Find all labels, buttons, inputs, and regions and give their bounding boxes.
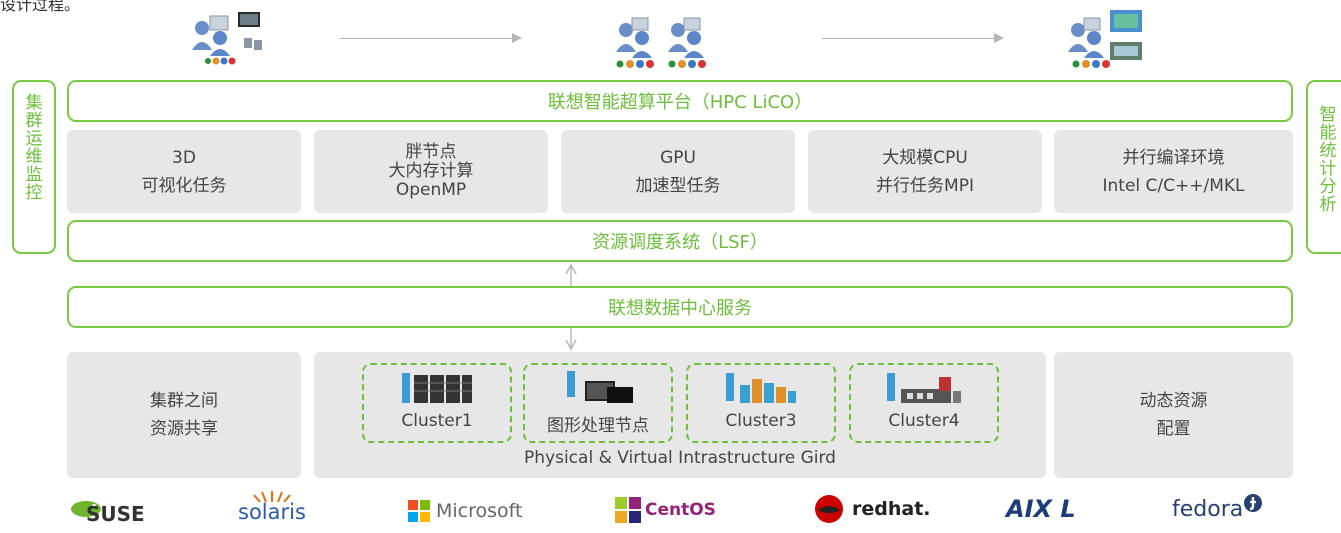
cluster-box-2: 图形处理节点 <box>523 363 673 443</box>
left-sidebar-cluster-monitoring: 集 群 运 维 监 控 <box>12 80 56 254</box>
user-workstation-icon-group-1 <box>188 8 274 70</box>
left-sidebar-char: 集 <box>25 93 43 113</box>
box-line: 资源共享 <box>150 419 218 439</box>
flow-arrow-2 <box>822 38 998 39</box>
right-sidebar-char: 智 <box>1319 105 1337 125</box>
resource-sharing-box: 集群之间 资源共享 <box>67 352 301 478</box>
microsoft-logo: Microsoft <box>408 496 522 526</box>
flow-arrow-1-head <box>512 33 522 43</box>
left-sidebar-char: 运 <box>25 129 43 149</box>
suse-logo-text: SUSE <box>86 502 145 526</box>
server-rack-icon <box>402 373 472 403</box>
box-line: 配置 <box>1156 419 1191 439</box>
solaris-logo: solaris <box>238 490 306 526</box>
factory-icon <box>887 373 961 403</box>
suse-chameleon-icon <box>71 501 101 517</box>
suse-logo: SUSE <box>68 490 145 526</box>
microsoft-logo-text: Microsoft <box>436 500 523 522</box>
task-line: 可视化任务 <box>141 175 227 196</box>
task-line: Intel C/C++/MKL <box>1102 175 1245 196</box>
left-sidebar-char: 监 <box>25 165 43 185</box>
cluster-box-3: Cluster3 <box>686 363 836 443</box>
cluster-box-4: Cluster4 <box>849 363 999 443</box>
left-sidebar-char: 群 <box>25 111 43 131</box>
flow-arrow-2-head <box>994 33 1004 43</box>
right-sidebar-char: 统 <box>1319 141 1337 161</box>
centos-pinwheel-icon <box>615 497 641 523</box>
task-line: 并行任务MPI <box>876 175 974 196</box>
cluster-label: Cluster1 <box>401 411 473 431</box>
left-sidebar-char: 控 <box>25 183 43 203</box>
centos-logo-text: CentOS <box>645 500 716 520</box>
fedora-logo: fedora <box>1172 492 1263 526</box>
cluster-label: Cluster3 <box>725 411 797 431</box>
aix-linux-logo: AIX L <box>1006 492 1076 526</box>
task-box-fat-node: 胖节点 大内存计算 OpenMP <box>314 130 548 213</box>
left-sidebar-char: 维 <box>25 147 43 167</box>
task-line: 并行编译环境 <box>1122 147 1225 168</box>
redhat-logo-text: redhat. <box>852 498 931 520</box>
box-line: 集群之间 <box>150 391 218 411</box>
fedora-logo-text: fedora <box>1172 496 1244 522</box>
intro-text: 设计过程。 <box>0 0 81 14</box>
task-box-large-cpu: 大规模CPU 并行任务MPI <box>808 130 1042 213</box>
right-sidebar-char: 析 <box>1319 195 1337 215</box>
windows-squares-icon <box>408 500 430 522</box>
city-buildings-icon <box>726 373 796 403</box>
task-box-parallel-compile: 并行编译环境 Intel C/C++/MKL <box>1054 130 1293 213</box>
cluster-box-1: Cluster1 <box>362 363 512 443</box>
task-line: 大内存计算 <box>388 161 474 181</box>
box-line: 动态资源 <box>1139 391 1208 411</box>
task-line: 大规模CPU <box>882 147 968 168</box>
sun-rays-icon <box>253 491 291 502</box>
infrastructure-grid-box: Physical & Virtual Intrastructure Gird <box>314 352 1046 478</box>
redhat-hat-icon <box>815 495 843 523</box>
user-workstation-icon-group-2 <box>612 14 732 70</box>
centos-logo: CentOS <box>613 494 716 526</box>
task-line: OpenMP <box>395 180 467 200</box>
redhat-logo: redhat. <box>812 492 931 526</box>
task-line: 3D <box>172 147 196 168</box>
graphics-workstation-icon <box>567 371 633 403</box>
cluster-label: Cluster4 <box>888 411 960 431</box>
task-line: 胖节点 <box>405 142 457 162</box>
lenovo-datacenter-service-bar: 联想数据中心服务 <box>67 286 1293 328</box>
task-line: GPU <box>660 147 696 168</box>
aix-linux-logo-text: AIX L <box>1006 495 1076 523</box>
fedora-infinity-icon <box>1244 494 1263 512</box>
right-sidebar-char: 分 <box>1319 177 1337 197</box>
task-line: 加速型任务 <box>635 175 721 196</box>
user-workstation-icon-group-3 <box>1064 8 1174 70</box>
task-box-3d-visualization: 3D 可视化任务 <box>67 130 301 213</box>
flow-arrow-1 <box>340 38 518 39</box>
dynamic-resource-box: 动态资源 配置 <box>1054 352 1293 478</box>
cluster-label: 图形处理节点 <box>547 416 649 436</box>
right-sidebar-char: 能 <box>1319 123 1337 143</box>
task-box-gpu: GPU 加速型任务 <box>561 130 795 213</box>
solaris-logo-text: solaris <box>238 500 306 524</box>
lsf-scheduler-bar: 资源调度系统（LSF） <box>67 220 1293 262</box>
right-sidebar-char: 计 <box>1319 159 1337 179</box>
hpc-lico-platform-bar: 联想智能超算平台（HPC LiCO） <box>67 80 1293 122</box>
right-sidebar-smart-statistics: 智 能 统 计 分 析 <box>1306 80 1341 254</box>
infrastructure-label: Physical & Virtual Intrastructure Gird <box>524 448 836 468</box>
